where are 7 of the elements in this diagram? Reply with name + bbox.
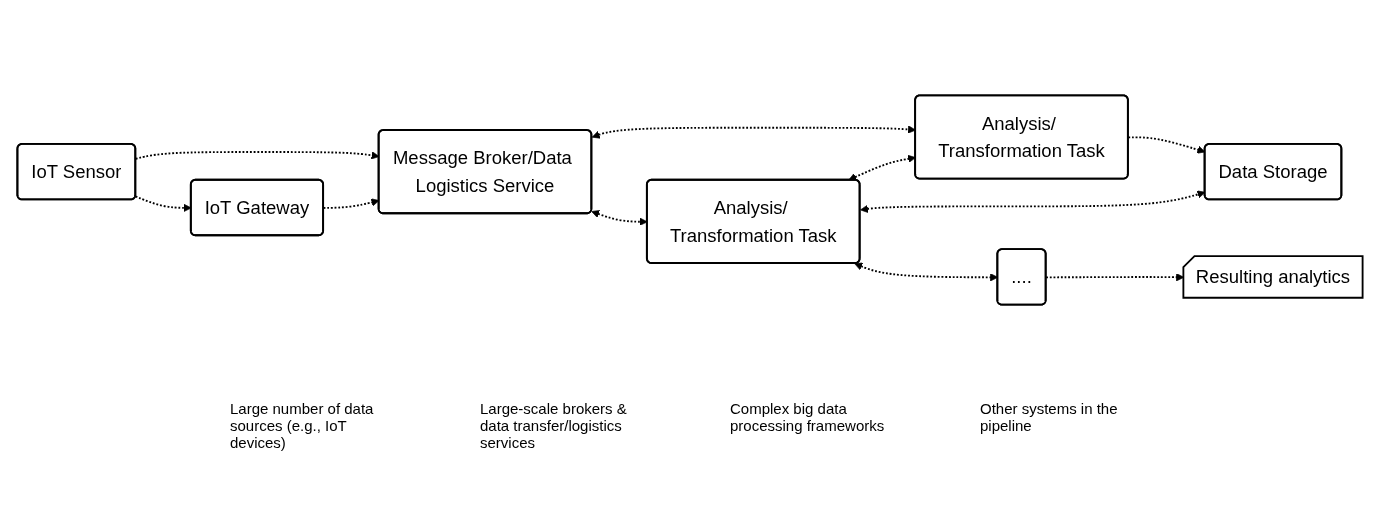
arrow <box>591 125 916 139</box>
arrow <box>848 154 916 181</box>
annotation-note: Large number of data sources (e.g., IoT devices) <box>230 400 375 451</box>
annotation-note: Other systems in the pipeline <box>980 400 1119 436</box>
annotation-note: Complex big data processing frameworks <box>730 400 886 436</box>
annotation-note: Large-scale brokers & data transfer/logistics services <box>480 400 628 451</box>
arrow <box>860 190 1206 213</box>
